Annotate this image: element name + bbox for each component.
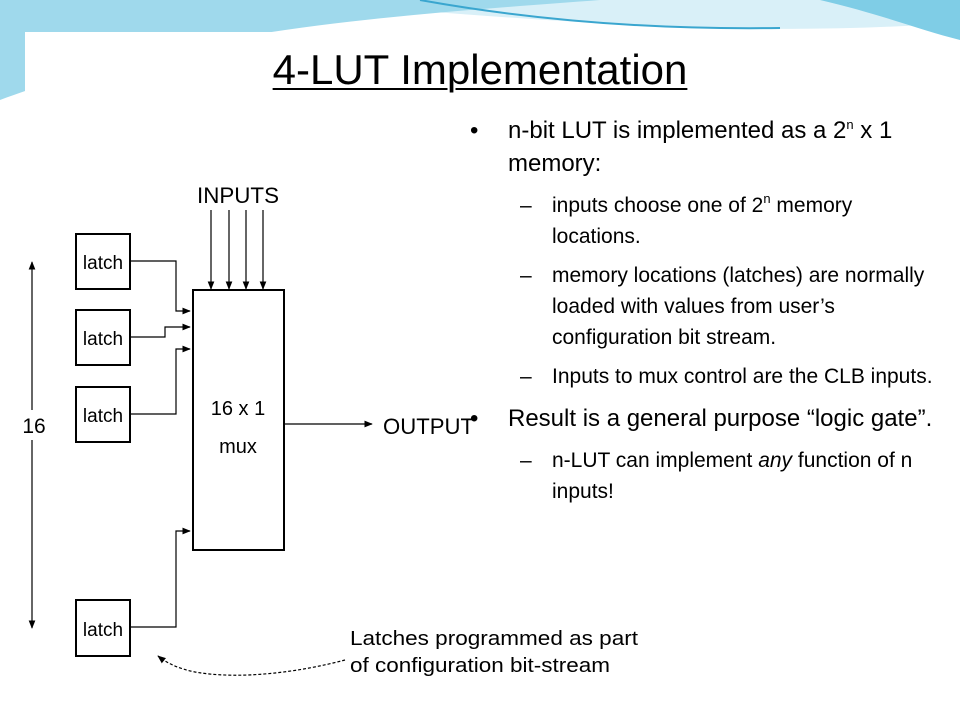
sub-bullet-memory-locations: – memory locations (latches) are normall… [460,260,935,353]
bullet-mark: • [470,117,479,144]
sub-bullet-mux-control: – Inputs to mux control are the CLB inpu… [460,361,935,392]
latch-1-wire [130,260,191,315]
slide-title: 4-LUT Implementation [0,44,960,96]
note-line-2: of configuration bit-stream [350,655,610,677]
sub-bullet-mark: – [520,194,532,217]
bullet-1-sup: n [846,117,854,132]
latch-1-label: latch [83,253,123,274]
sub-1-text-b: memory locations. [552,194,853,248]
bullet-result: • Result is a general purpose “logic gat… [460,402,935,435]
sub-4-emphasis: any [758,449,793,472]
latch-2-label: latch [83,329,123,350]
top-wave-light [0,0,960,92]
mux-box [192,289,285,551]
top-wave-mid [0,0,600,100]
bullet-list: • n-bit LUT is implemented as a 2n x 1 m… [460,112,935,507]
latch-1: latch [75,233,131,290]
note-line-1: Latches programmed as part [350,628,638,650]
latch-3-wire [130,345,191,415]
sub-1-text-a: inputs choose one of 2 [552,194,764,217]
bullet-2-text: Result is a general purpose “logic gate”… [508,405,933,432]
latch-16: latch [75,599,131,657]
latch-16-wire [130,527,191,628]
latch-3-label: latch [83,406,123,427]
top-right-wave [820,0,960,40]
top-accent-line [419,0,781,30]
latch-2: latch [75,309,131,366]
sub-4-text-b: function of n inputs! [552,449,913,503]
slide-title-text: 4-LUT Implementation [272,46,688,93]
output-label: OUTPUT [383,414,474,439]
mux-label-line2: mux [219,436,257,458]
count-label: 16 [22,415,45,438]
sub-1-sup: n [763,191,771,206]
sub-bullet-mark: – [520,365,532,388]
sub-2-text: memory locations (latches) are normally … [552,264,925,349]
sub-bullet-inputs-choose: – inputs choose one of 2n memory locatio… [460,190,935,252]
bullet-1-text-b: x 1 memory: [508,117,893,177]
sub-4-text-a: n-LUT can implement [552,449,759,472]
sub-3-text: Inputs to mux control are the CLB inputs… [552,365,933,388]
latch-16-label: latch [83,620,123,641]
sub-bullet-mark: – [520,449,532,472]
sub-bullet-any-function: – n-LUT can implement any function of n … [460,445,935,507]
inputs-label: INPUTS [197,183,279,208]
bullet-mark: • [470,405,479,432]
latch-3: latch [75,386,131,443]
bullet-lut-memory: • n-bit LUT is implemented as a 2n x 1 m… [460,114,935,180]
latch-2-wire [130,323,191,338]
bullet-1-text-a: n-bit LUT is implemented as a 2 [508,117,847,144]
mux-label-line1: 16 x 1 [211,398,265,420]
sub-bullet-mark: – [520,264,532,287]
note-pointer-arrow [157,655,346,676]
